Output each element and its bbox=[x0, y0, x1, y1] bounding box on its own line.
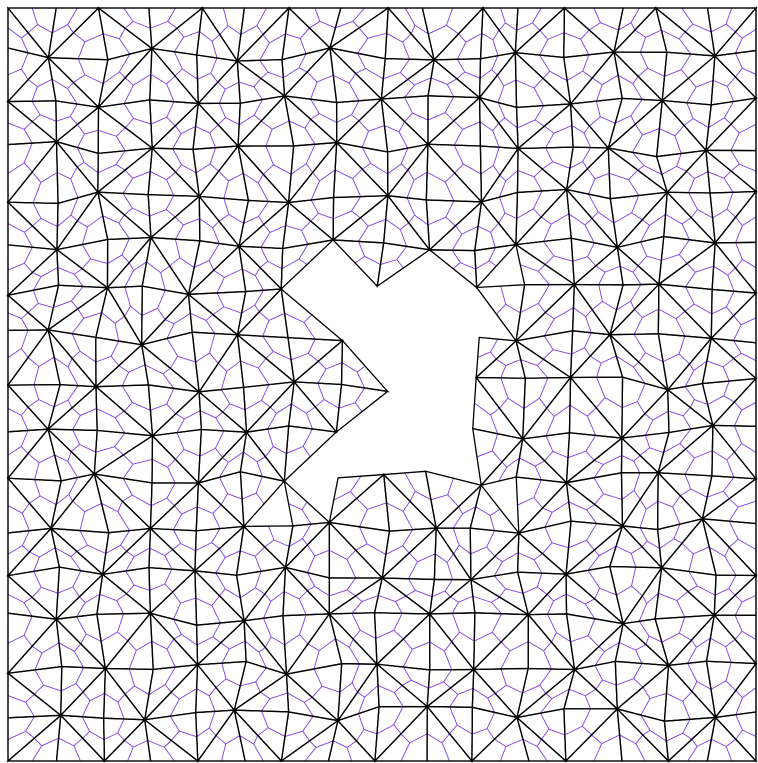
mesh-figure bbox=[0, 0, 758, 763]
mesh-canvas bbox=[0, 0, 758, 763]
